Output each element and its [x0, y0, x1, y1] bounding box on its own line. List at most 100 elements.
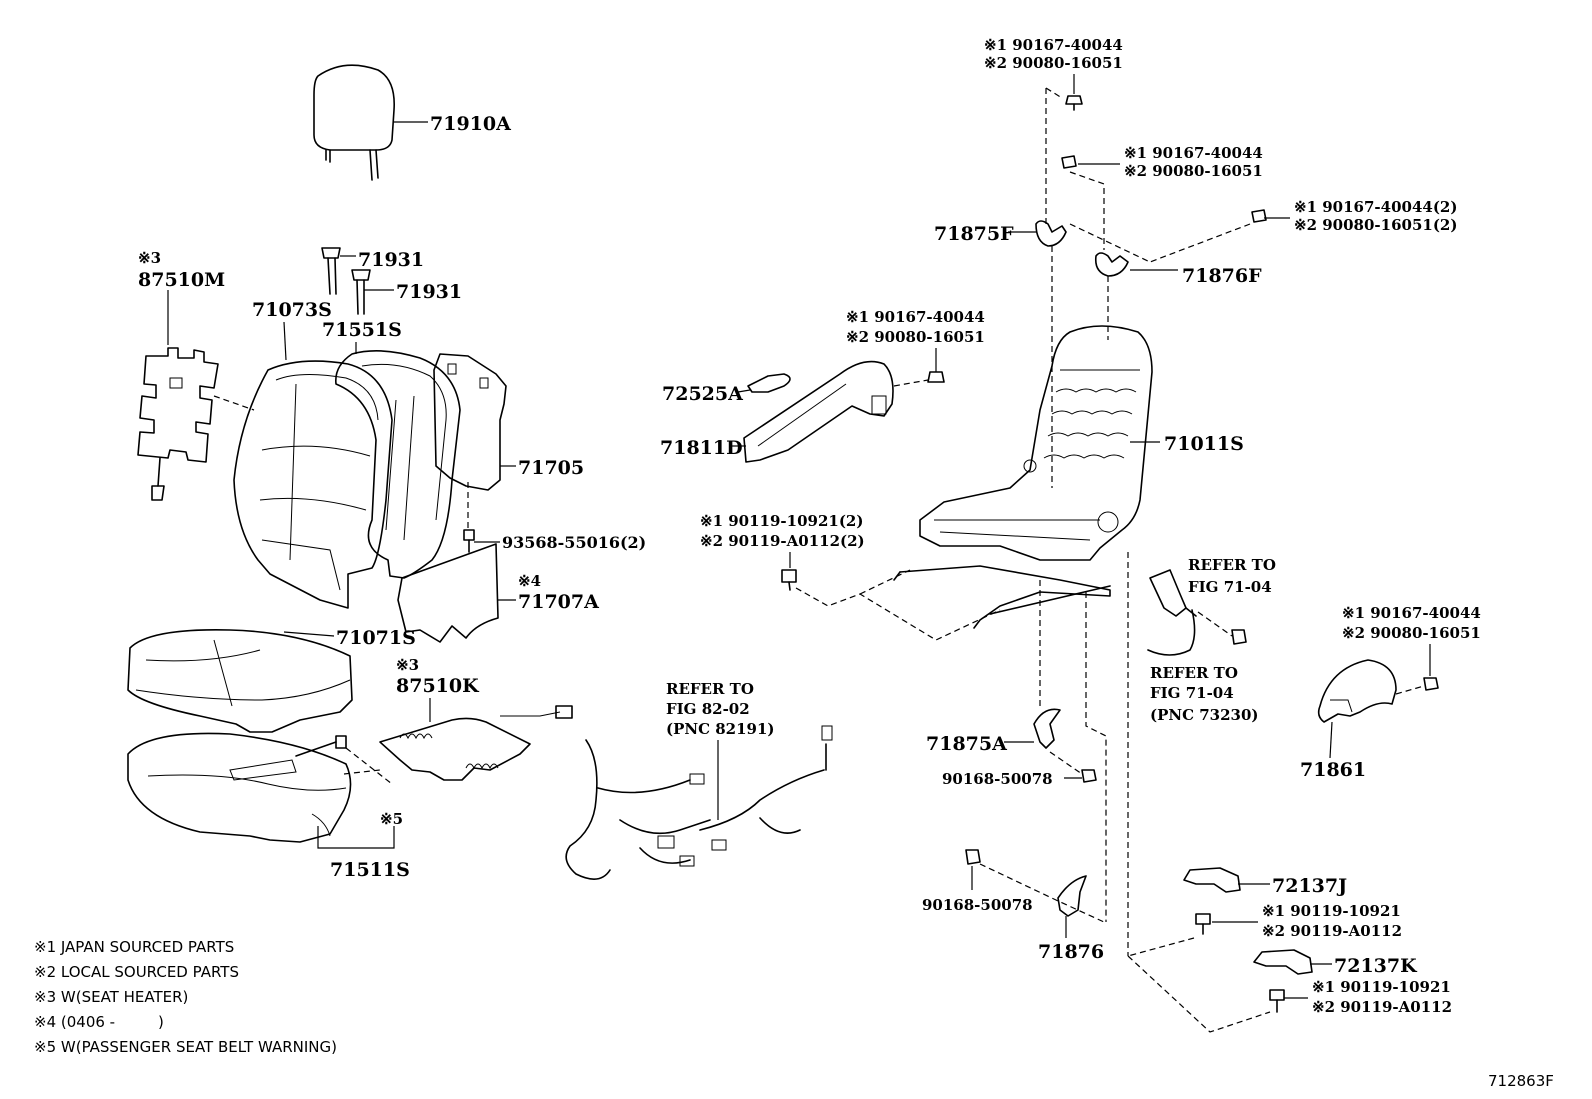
dash-bolt-c-2 [1069, 223, 1151, 263]
label-cover-j-bolt-2: ※2 90119-A0112 [1262, 922, 1402, 940]
label-track-bolt-2: ※2 90119-A0112(2) [700, 532, 865, 550]
bolt-c-drawing [1251, 209, 1267, 223]
seat-back-cover-drawing [233, 360, 393, 609]
headrest-drawing [313, 64, 395, 181]
label-screw-1: 90168-50078 [942, 770, 1053, 788]
label-ref-belt-2-3: (PNC 73230) [1150, 706, 1259, 724]
label-ref-belt-2-1: REFER TO [1150, 664, 1238, 682]
label-board-mark: ※4 [518, 572, 541, 590]
label-ref-belt-2-2: FIG 71-04 [1150, 684, 1234, 702]
bolt-b-drawing [1061, 155, 1077, 169]
dash-bolt-b [1069, 171, 1105, 250]
dash-screw-1 [1049, 751, 1083, 775]
hinge-b-drawing [1057, 875, 1087, 917]
label-hinge-a: 71875A [926, 733, 1007, 755]
cover-k-bolt-drawing [1269, 989, 1285, 1013]
dash-belt [1197, 611, 1233, 637]
legend-line: ※3 W(SEAT HEATER) [34, 988, 188, 1006]
label-shield-bolt-1: ※1 90167-40044 [846, 308, 985, 326]
label-knob: 71861 [1300, 759, 1366, 781]
label-bolt-b-2: ※2 90080-16051 [1124, 162, 1263, 180]
legend-line: ※4 (0406 - ) [34, 1013, 164, 1031]
label-back-pad: 71551S [322, 319, 402, 341]
dash-lower-b [1085, 592, 1107, 922]
heater-cushion-drawing [379, 705, 573, 781]
label-cover-j-bolt-1: ※1 90119-10921 [1262, 902, 1401, 920]
label-bolt-top-1: ※1 90167-40044 [984, 36, 1123, 54]
label-back-cover: 71073S [252, 299, 332, 321]
label-track-bolt-1: ※1 90119-10921(2) [700, 512, 863, 530]
label-holder-1: 71931 [358, 249, 424, 271]
label-heater-back: 87510M [138, 269, 225, 291]
label-screw-2: 90168-50078 [922, 896, 1033, 914]
label-heater-cush-mark: ※3 [396, 656, 419, 674]
label-shield: 71811D [660, 437, 743, 459]
cushion-cover-drawing [127, 629, 353, 733]
label-cover-k-bolt-1: ※1 90119-10921 [1312, 978, 1451, 996]
seat-back-pad-drawing [335, 350, 461, 579]
cover-j-drawing [1183, 867, 1241, 893]
lead-cushion-cover [283, 631, 335, 637]
legend-line: ※5 W(PASSENGER SEAT BELT WARNING) [34, 1038, 337, 1056]
diagram-code: 712863F [1488, 1072, 1554, 1090]
dash-sensor [345, 747, 393, 785]
cover-k-drawing [1253, 949, 1313, 975]
track-bolt-drawing [781, 569, 797, 591]
dash-bolt-c [1149, 223, 1251, 263]
dash-heater-cush [343, 769, 381, 775]
hinge-a-drawing [1033, 708, 1061, 749]
label-bolt-b-1: ※1 90167-40044 [1124, 144, 1263, 162]
dash-heater-back [213, 395, 255, 411]
label-ref-wire-2: FIG 82-02 [666, 700, 750, 718]
dash-knob [1395, 685, 1425, 695]
dash-track-2 [859, 569, 911, 595]
label-cover-j: 72137J [1272, 875, 1347, 897]
label-cover-k: 72137K [1334, 955, 1418, 977]
legend-line: ※1 JAPAN SOURCED PARTS [34, 938, 234, 956]
knob-drawing [1317, 659, 1397, 723]
label-headrest: 71910A [430, 113, 511, 135]
fastener-drawing [463, 482, 475, 553]
label-hinge-b: 71876 [1038, 941, 1104, 963]
label-bolt-top-2: ※2 90080-16051 [984, 54, 1123, 72]
label-shield-bolt-2: ※2 90080-16051 [846, 328, 985, 346]
label-ref-wire-1: REFER TO [666, 680, 754, 698]
bolt-top-drawing [1065, 95, 1083, 111]
lead-back-cover [283, 321, 287, 361]
cover-a-drawing [747, 373, 791, 393]
dash-track [795, 587, 1001, 641]
label-fastener: 93568-55016(2) [502, 533, 646, 552]
dash-cover-j [1127, 937, 1195, 957]
label-heater-back-mark: ※3 [138, 249, 161, 267]
label-sensor-mark: ※5 [380, 810, 403, 828]
seat-back-board-drawing [433, 353, 507, 491]
dash-top-a [1045, 87, 1063, 99]
cover-j-bolt-drawing [1195, 913, 1211, 935]
hinge-r-drawing [1094, 252, 1129, 277]
seat-belt-buckle-drawing [1147, 569, 1247, 656]
label-knob-bolt-2: ※2 90080-16051 [1342, 624, 1481, 642]
label-hinge-f: 71875F [934, 223, 1014, 245]
label-heater-cush: 87510K [396, 675, 480, 697]
label-board: 71707A [518, 591, 599, 613]
label-cover-k-bolt-2: ※2 90119-A0112 [1312, 998, 1452, 1016]
label-frame: 71011S [1164, 433, 1244, 455]
dash-screw-2 [979, 863, 1105, 923]
shield-bolt-drawing [927, 371, 945, 383]
label-ref-belt-1-1: REFER TO [1188, 556, 1276, 574]
label-bolt-c-1: ※1 90167-40044(2) [1294, 198, 1457, 216]
headrest-holder-drawing [321, 247, 371, 315]
legend-line: ※2 LOCAL SOURCED PARTS [34, 963, 239, 981]
legend: ※1 JAPAN SOURCED PARTS ※2 LOCAL SOURCED … [34, 938, 337, 1056]
board-drawing [397, 543, 499, 643]
heater-back-drawing [137, 347, 219, 501]
label-ref-wire-3: (PNC 82191) [666, 720, 775, 738]
hinge-f-drawing [1035, 220, 1067, 247]
screw-1-drawing [1081, 769, 1097, 783]
label-cushion-cover: 71071S [336, 627, 416, 649]
seat-frame-drawing [893, 325, 1153, 629]
lead-cover-a [737, 389, 751, 393]
label-ref-belt-1-2: FIG 71-04 [1188, 578, 1272, 596]
label-hinge-r: 71876F [1182, 265, 1262, 287]
